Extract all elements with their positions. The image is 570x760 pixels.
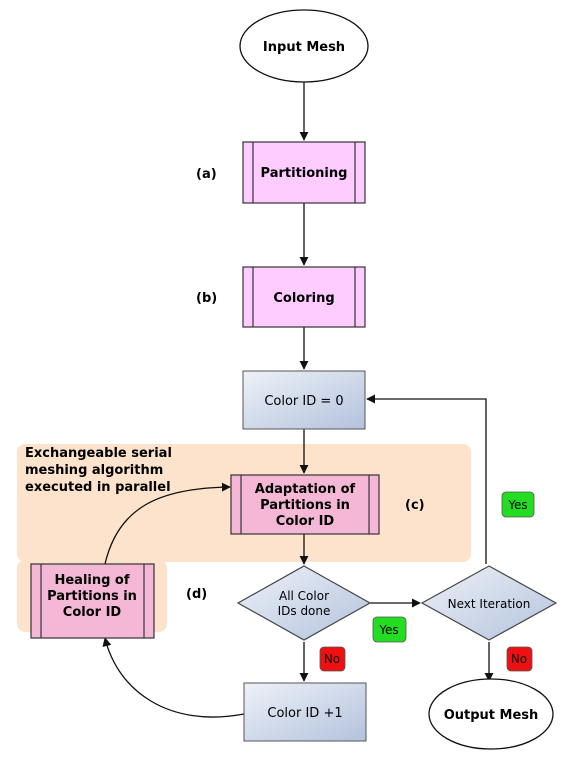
next-iteration-label: Next Iteration — [448, 597, 531, 611]
no-badge-left: No — [319, 646, 346, 672]
healing-label-line-1: Healing of — [54, 573, 129, 588]
color-id-zero-label: Color ID = 0 — [264, 394, 343, 409]
healing-label-line-3: Color ID — [63, 605, 122, 620]
output-mesh-node: Output Mesh — [428, 678, 554, 750]
healing-node: Healing of Partitions in Color ID — [30, 563, 155, 639]
no-badge-right-label: No — [511, 652, 527, 666]
yes-badge-left-label: Yes — [378, 623, 398, 637]
coloring-node: Coloring — [242, 266, 366, 328]
input-mesh-label: Input Mesh — [263, 40, 345, 55]
yes-badge-right: Yes — [501, 491, 535, 518]
adaptation-label-line-1: Adaptation of — [255, 482, 356, 497]
yes-badge-right-label: Yes — [507, 498, 527, 512]
input-mesh-node: Input Mesh — [239, 9, 369, 83]
region-label-line-2: meshing algorithm — [25, 463, 163, 478]
edge-healing-adaptation — [104, 482, 231, 565]
partitioning-node: Partitioning — [242, 141, 366, 204]
color-id-inc-label: Color ID +1 — [267, 706, 342, 721]
no-badge-right: No — [506, 646, 533, 672]
no-badge-left-label: No — [324, 652, 340, 666]
all-done-label-line-1: All Color — [279, 589, 329, 603]
next-iteration-decision: Next Iteration — [420, 565, 558, 641]
step-label-a: (a) — [196, 167, 217, 182]
all-done-label-line-2: IDs done — [278, 604, 331, 618]
step-label-d: (d) — [186, 587, 207, 602]
healing-label-line-2: Partitions in — [47, 589, 137, 604]
color-id-inc-node: Color ID +1 — [243, 682, 367, 742]
yes-badge-left: Yes — [372, 616, 407, 643]
adaptation-node: Adaptation of Partitions in Color ID — [230, 474, 380, 535]
all-done-decision: All Color IDs done — [236, 565, 372, 641]
step-label-b: (b) — [196, 291, 217, 306]
adaptation-label-line-2: Partitions in — [260, 498, 350, 513]
edge-colorinc-healing — [102, 637, 245, 718]
adaptation-label-line-3: Color ID — [276, 514, 335, 529]
step-label-c: (c) — [405, 498, 425, 513]
output-mesh-label: Output Mesh — [444, 708, 539, 723]
color-id-zero-node: Color ID = 0 — [242, 370, 366, 430]
region-label-line-1: Exchangeable serial — [25, 446, 172, 461]
region-label-line-3: executed in parallel — [25, 480, 171, 495]
coloring-label: Coloring — [273, 291, 334, 306]
edge-nextiter-colorid0 — [366, 394, 487, 564]
partitioning-label: Partitioning — [261, 166, 348, 181]
